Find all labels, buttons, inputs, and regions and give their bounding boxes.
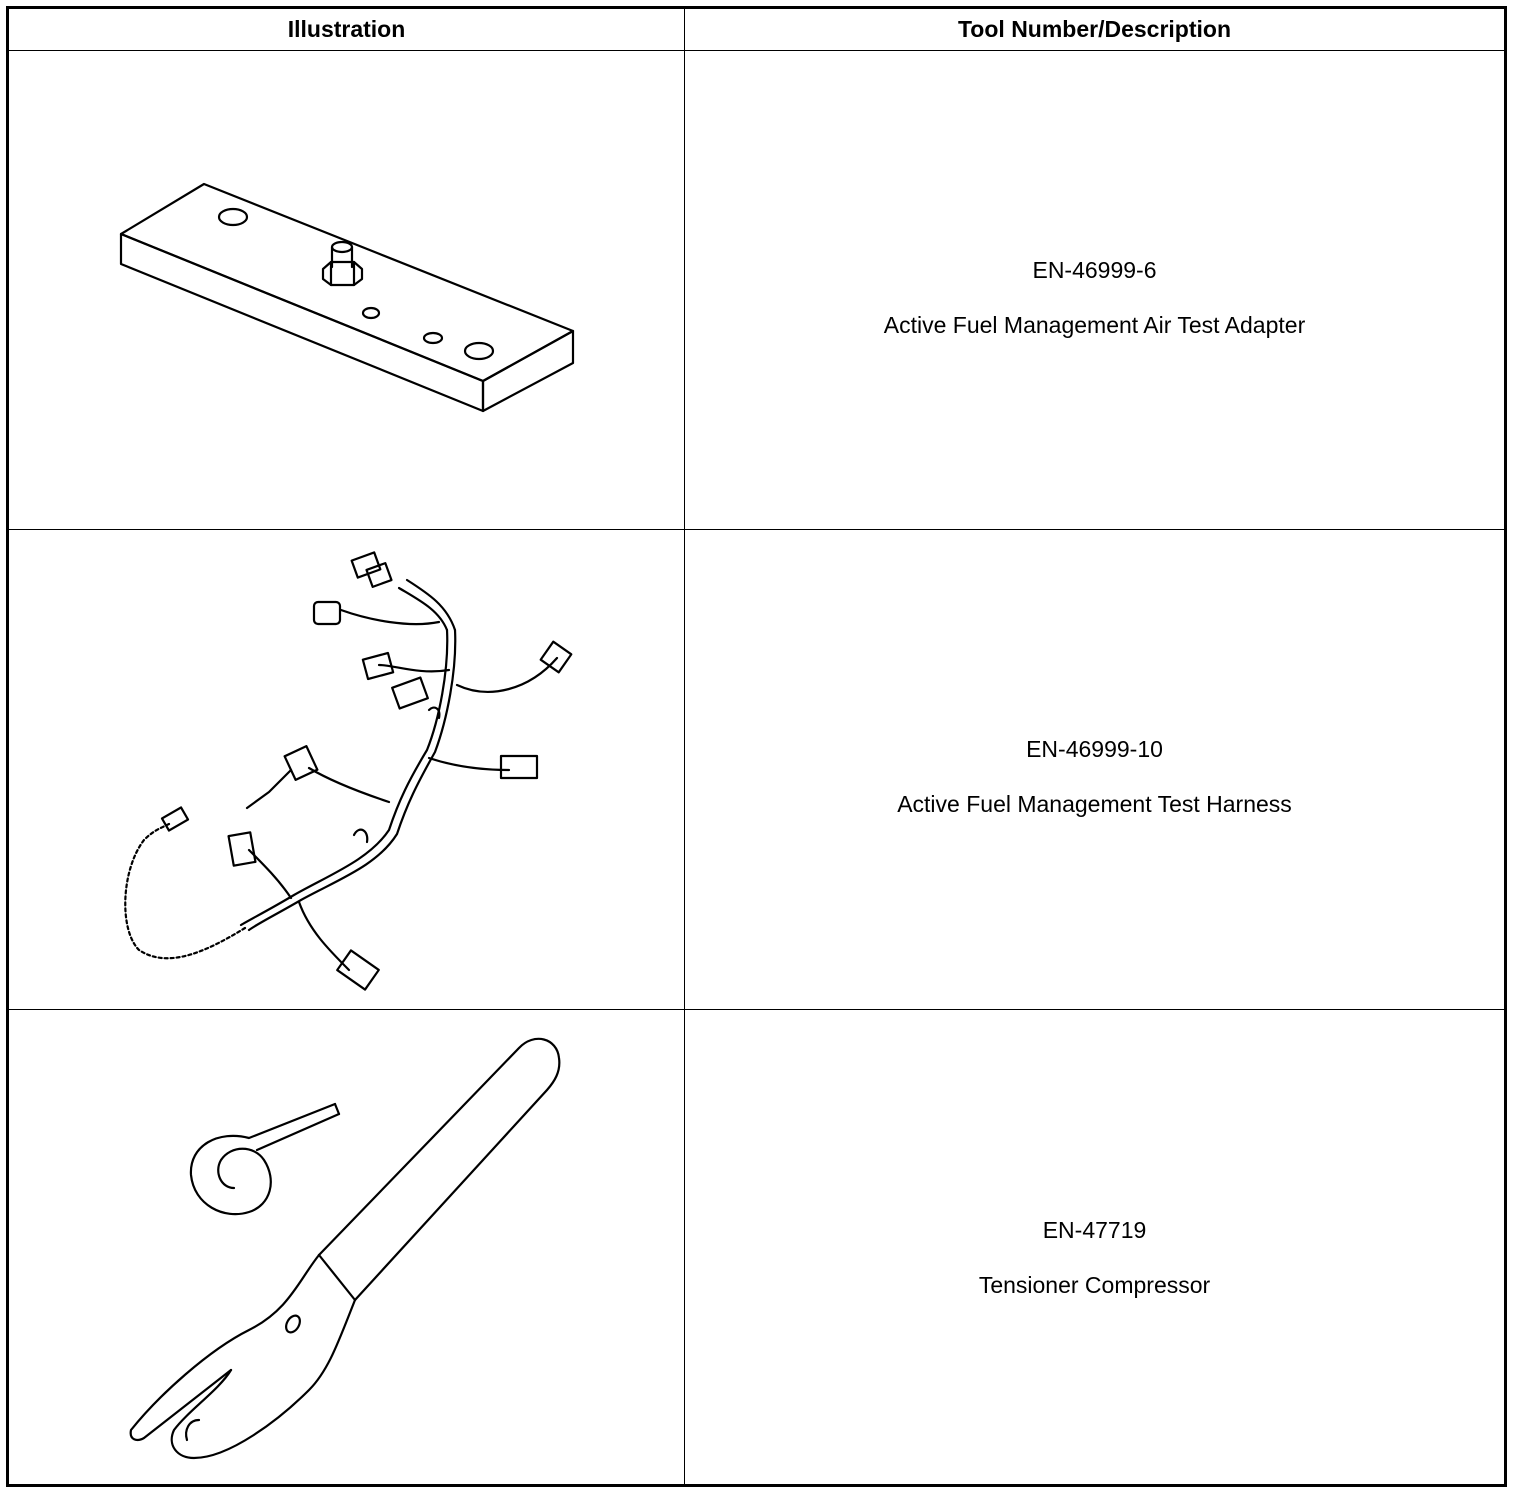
table-row: EN-46999-10 Active Fuel Management Test … xyxy=(9,530,1504,1010)
tool-description: Tensioner Compressor xyxy=(978,1272,1211,1298)
header-tool-number-description: Tool Number/Description xyxy=(957,16,1232,42)
air-test-adapter-illustration xyxy=(119,182,575,413)
tool-description-cell: EN-46999-10 Active Fuel Management Test … xyxy=(685,530,1504,1009)
tensioner-compressor-illustration xyxy=(129,1037,561,1460)
table-row: EN-47719 Tensioner Compressor xyxy=(9,1010,1504,1484)
tool-description: Active Fuel Management Air Test Adapter xyxy=(883,312,1306,338)
tool-number: EN-46999-10 xyxy=(1026,736,1163,762)
tool-number: EN-47719 xyxy=(1042,1217,1147,1243)
tool-description-cell: EN-47719 Tensioner Compressor xyxy=(685,1010,1504,1484)
tool-description: Active Fuel Management Test Harness xyxy=(897,791,1292,817)
test-harness-illustration xyxy=(124,551,573,991)
tool-description-cell: EN-46999-6 Active Fuel Management Air Te… xyxy=(685,51,1504,529)
table-header-row: Illustration Tool Number/Description xyxy=(9,9,1504,51)
table-row: EN-46999-6 Active Fuel Management Air Te… xyxy=(9,51,1504,530)
tool-number: EN-46999-6 xyxy=(1032,257,1157,283)
special-tools-table: Illustration Tool Number/Description xyxy=(6,6,1507,1487)
illustration-cell xyxy=(9,1010,685,1484)
header-illustration: Illustration xyxy=(9,9,685,50)
illustration-cell xyxy=(9,51,685,529)
illustration-cell xyxy=(9,530,685,1009)
